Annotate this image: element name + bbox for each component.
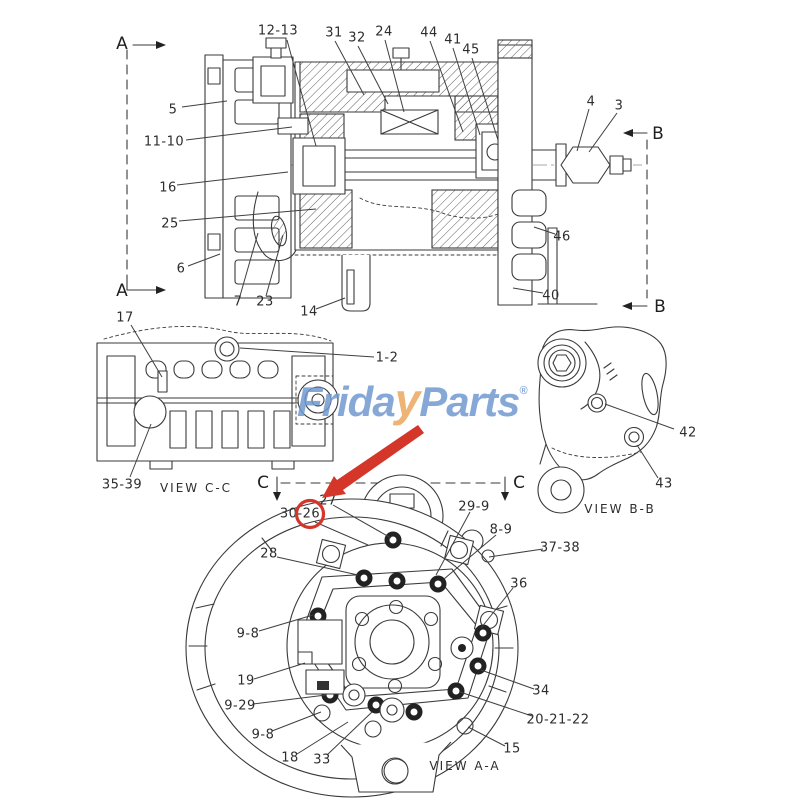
marker-c-right: C xyxy=(513,473,525,493)
callout: 6 xyxy=(176,261,186,277)
callout: 7 xyxy=(233,294,243,310)
callout: 11-10 xyxy=(143,134,185,150)
callout-highlighted: 30-26 xyxy=(279,506,321,522)
callout: 4 xyxy=(586,94,596,110)
view-aa-caption: VIEW A-A xyxy=(429,759,501,773)
callout: 34 xyxy=(532,683,550,699)
callout: 9-8 xyxy=(236,626,260,642)
callout: 27 xyxy=(319,493,337,509)
callout: 28 xyxy=(260,546,278,562)
view-aa-leader-lines xyxy=(252,504,544,756)
callout: 42 xyxy=(679,425,697,441)
marker-a-top: A xyxy=(116,34,128,54)
callout: 9-29 xyxy=(224,698,256,714)
callout: 29-9 xyxy=(458,499,490,515)
marker-c-left: C xyxy=(257,473,269,493)
callout: 1-2 xyxy=(375,350,399,366)
callout: 12-13 xyxy=(257,23,299,39)
callout: 32 xyxy=(348,30,366,46)
callout: 8-9 xyxy=(489,522,513,538)
view-cc-caption: VIEW C-C xyxy=(159,481,233,495)
callout: 16 xyxy=(159,180,177,196)
callout: 25 xyxy=(161,216,179,232)
view-bb-drawing xyxy=(537,326,675,514)
callout: 5 xyxy=(168,102,178,118)
watermark-text-parts: Parts xyxy=(419,378,520,425)
callout: 33 xyxy=(313,752,331,768)
bolt-bosses xyxy=(315,534,505,636)
callout: 40 xyxy=(542,288,560,304)
marker-a-bottom: A xyxy=(116,281,128,301)
callout: 43 xyxy=(655,476,673,492)
brand-watermark: FridayParts® xyxy=(297,377,527,423)
callout: 20-21-22 xyxy=(526,712,590,728)
callout: 46 xyxy=(553,229,571,245)
registered-trademark-icon: ® xyxy=(519,385,528,397)
callout: 19 xyxy=(237,673,255,689)
callout: 44 xyxy=(420,25,438,41)
callout: 14 xyxy=(300,304,318,320)
section-line-a xyxy=(126,41,166,294)
view-bb-leader-lines xyxy=(604,403,675,479)
callout: 17 xyxy=(116,310,134,326)
callout: 23 xyxy=(256,294,274,310)
circled-part-number: 26 xyxy=(302,506,321,522)
callout: 9-8 xyxy=(251,727,275,743)
section-line-b xyxy=(622,129,648,310)
callout: 18 xyxy=(281,750,299,766)
callout: 41 xyxy=(444,32,462,48)
callout: 15 xyxy=(503,741,521,757)
watermark-accent-swoosh: y xyxy=(394,374,421,426)
view-aa-drawing xyxy=(185,474,544,798)
watermark-text-frida: Frida xyxy=(297,378,396,425)
marker-b-bottom: B xyxy=(654,297,666,317)
callout: 37-38 xyxy=(539,540,581,556)
callout: 24 xyxy=(375,24,393,40)
view-cc-drawing xyxy=(96,324,375,478)
marker-b-top: B xyxy=(652,124,664,144)
callout: 35-39 xyxy=(101,477,143,493)
callout: 3 xyxy=(614,98,624,114)
view-cc-leader-lines xyxy=(129,324,375,478)
callout: 36 xyxy=(510,576,528,592)
callout: 31 xyxy=(325,25,343,41)
callout: 45 xyxy=(462,42,480,58)
main-cross-section-drawing xyxy=(176,37,642,312)
view-bb-caption: VIEW B-B xyxy=(584,502,656,516)
main-leader-lines xyxy=(176,39,618,310)
